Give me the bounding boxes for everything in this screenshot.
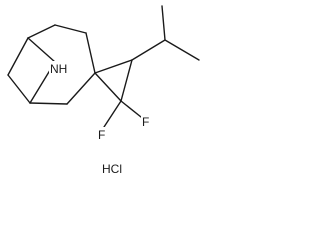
isopropyl-group: [131, 5, 200, 61]
bond-c7-c8: [7, 37, 29, 76]
hcl-label: HCl: [102, 162, 122, 176]
nh-label: NH: [50, 62, 67, 76]
fluorine-label-1: F: [98, 128, 105, 142]
bond-cf2-spiro: [94, 72, 122, 102]
bond-c5-c6: [29, 102, 68, 105]
bond-c6-c7: [7, 74, 31, 104]
bond-cp1-cf2: [120, 59, 133, 102]
bond-spiro-cp1: [94, 59, 133, 74]
bond-c3-spiro: [85, 32, 96, 74]
bond-ch-me1: [161, 5, 166, 41]
bond-ch-me2: [164, 39, 200, 61]
bond-c2-c3: [54, 24, 87, 34]
bond-c1-c2: [27, 24, 56, 39]
bond-cp1-ch: [131, 39, 166, 61]
difluoro-group: [103, 100, 142, 128]
bicyclic-ring: [7, 24, 96, 105]
bond-c-f1: [103, 100, 122, 128]
bond-c1-n: [27, 37, 56, 63]
bond-c-f2: [120, 100, 142, 118]
bond-spiro-c5: [66, 72, 96, 105]
structure-diagram: NH F F HCl: [7, 5, 200, 176]
fluorine-label-2: F: [142, 115, 149, 129]
cyclopropane-ring: [94, 59, 133, 102]
